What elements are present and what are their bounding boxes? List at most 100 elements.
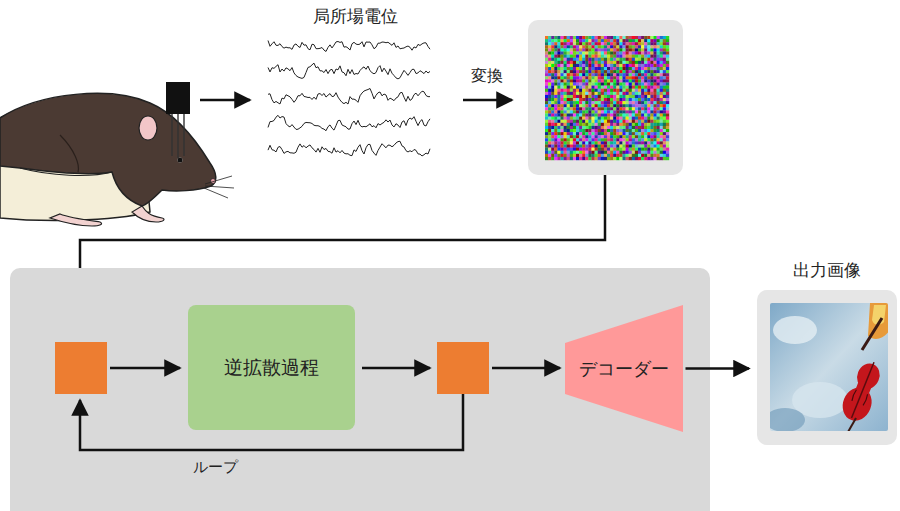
noise-pixel — [545, 114, 548, 117]
noise-pixel — [623, 92, 626, 95]
noise-pixel — [629, 126, 632, 129]
noise-pixel — [629, 76, 632, 79]
noise-pixel — [616, 129, 619, 132]
noise-pixel — [576, 135, 579, 138]
noise-pixel — [663, 154, 666, 157]
noise-pixel — [632, 55, 635, 58]
noise-pixel — [660, 141, 663, 144]
noise-pixel — [557, 79, 560, 82]
noise-pixel — [601, 79, 604, 82]
noise-pixel — [579, 58, 582, 61]
noise-pixel — [579, 107, 582, 110]
noise-pixel — [607, 67, 610, 70]
noise-pixel — [663, 135, 666, 138]
noise-pixel — [554, 138, 557, 141]
noise-pixel — [654, 132, 657, 135]
noise-pixel — [570, 129, 573, 132]
noise-pixel — [545, 101, 548, 104]
noise-pixel — [564, 48, 567, 51]
noise-pixel — [629, 36, 632, 39]
noise-pixel — [548, 70, 551, 73]
noise-pixel — [598, 61, 601, 64]
noise-pixel — [604, 104, 607, 107]
noise-pixel — [650, 89, 653, 92]
noise-pixel — [595, 157, 598, 160]
noise-pixel — [576, 55, 579, 58]
noise-pixel — [573, 55, 576, 58]
noise-pixel — [579, 148, 582, 151]
noise-pixel — [592, 157, 595, 160]
noise-pixel — [666, 64, 669, 67]
noise-pixel — [657, 151, 660, 154]
noise-pixel — [650, 79, 653, 82]
noise-pixel — [554, 48, 557, 51]
noise-pixel — [623, 95, 626, 98]
noise-pixel — [613, 92, 616, 95]
noise-pixel — [623, 73, 626, 76]
noise-pixel — [638, 154, 641, 157]
noise-pixel — [576, 110, 579, 113]
noise-pixel — [626, 55, 629, 58]
noise-pixel — [666, 101, 669, 104]
noise-pixel — [623, 52, 626, 55]
noise-pixel — [588, 135, 591, 138]
noise-pixel — [623, 79, 626, 82]
noise-pixel — [619, 101, 622, 104]
noise-pixel — [650, 154, 653, 157]
noise-pixel — [629, 42, 632, 45]
noise-pixel — [554, 157, 557, 160]
noise-pixel — [567, 61, 570, 64]
noise-pixel — [663, 45, 666, 48]
noise-pixel — [616, 73, 619, 76]
noise-pixel — [619, 104, 622, 107]
noise-pixel — [607, 73, 610, 76]
noise-pixel — [619, 117, 622, 120]
noise-pixel — [601, 70, 604, 73]
noise-pixel — [638, 151, 641, 154]
noise-pixel — [613, 95, 616, 98]
noise-pixel — [561, 67, 564, 70]
noise-pixel — [601, 110, 604, 113]
noise-pixel — [635, 67, 638, 70]
noise-pixel — [613, 101, 616, 104]
noise-pixel — [626, 126, 629, 129]
noise-pixel — [573, 120, 576, 123]
noise-pixel — [588, 151, 591, 154]
noise-pixel — [623, 114, 626, 117]
noise-pixel — [650, 42, 653, 45]
noise-pixel — [629, 114, 632, 117]
noise-pixel — [641, 151, 644, 154]
noise-pixel — [588, 110, 591, 113]
noise-pixel — [576, 67, 579, 70]
noise-pixel — [585, 141, 588, 144]
noise-pixel — [666, 61, 669, 64]
noise-pixel — [607, 117, 610, 120]
noise-pixel — [619, 79, 622, 82]
noise-pixel — [564, 132, 567, 135]
noise-pixel — [626, 61, 629, 64]
noise-pixel — [623, 89, 626, 92]
noise-pixel — [576, 141, 579, 144]
noise-pixel — [557, 67, 560, 70]
noise-pixel — [613, 141, 616, 144]
noise-pixel — [598, 107, 601, 110]
noise-pixel — [548, 123, 551, 126]
noise-pixel — [626, 73, 629, 76]
noise-pixel — [564, 138, 567, 141]
noise-pixel — [588, 95, 591, 98]
noise-pixel — [604, 141, 607, 144]
noise-pixel — [588, 129, 591, 132]
noise-pixel — [564, 120, 567, 123]
noise-pixel — [598, 148, 601, 151]
noise-pixel — [601, 141, 604, 144]
noise-pixel — [666, 36, 669, 39]
noise-pixel — [666, 132, 669, 135]
noise-pixel — [545, 61, 548, 64]
noise-pixel — [616, 123, 619, 126]
noise-pixel — [632, 70, 635, 73]
noise-pixel — [564, 86, 567, 89]
noise-pixel — [616, 64, 619, 67]
noise-pixel — [623, 107, 626, 110]
noise-pixel — [635, 73, 638, 76]
noise-pixel — [554, 79, 557, 82]
